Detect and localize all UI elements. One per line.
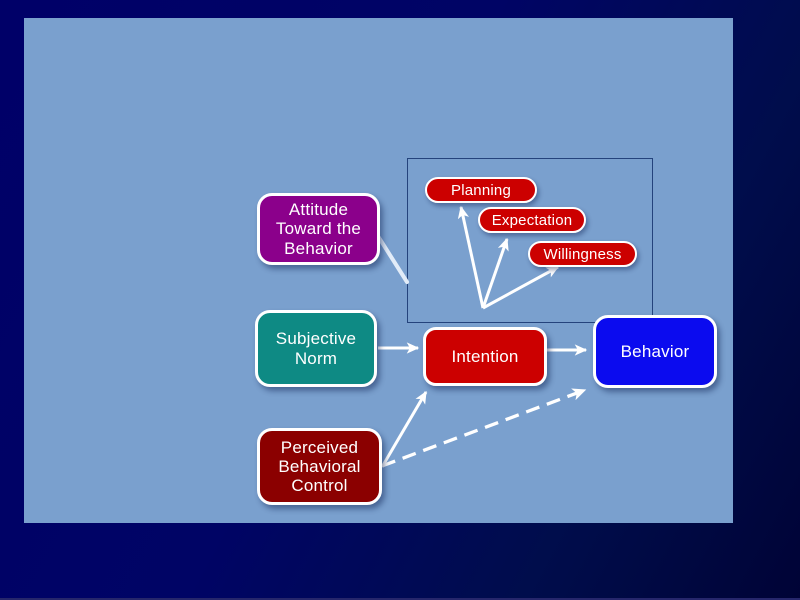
node-subjective-norm: Subjective Norm — [255, 310, 377, 387]
diagram-edges-layer — [374, 205, 588, 468]
node-behavior: Behavior — [593, 315, 717, 388]
node-willingness: Willingness — [528, 241, 637, 267]
edge-pbc-to-intention — [380, 390, 428, 468]
edge-pbc-to-behavior-dashed — [381, 388, 587, 468]
node-intention: Intention — [423, 327, 547, 386]
edge-intention-to-planning — [457, 205, 485, 309]
outcomes-panel-frame — [407, 158, 653, 323]
slide-canvas: Attitude Toward the Behavior Subjective … — [24, 18, 733, 523]
node-planning: Planning — [425, 177, 537, 203]
node-perceived-behavioral-control: Perceived Behavioral Control — [257, 428, 382, 505]
screen-bottom-edge-line — [0, 598, 800, 600]
edge-attitude-to-outcomes-panel — [374, 231, 409, 284]
edge-intention-to-expectation — [481, 237, 509, 309]
edge-intention-to-willingness — [482, 265, 560, 310]
node-attitude-toward-behavior: Attitude Toward the Behavior — [257, 193, 380, 265]
node-expectation: Expectation — [478, 207, 586, 233]
